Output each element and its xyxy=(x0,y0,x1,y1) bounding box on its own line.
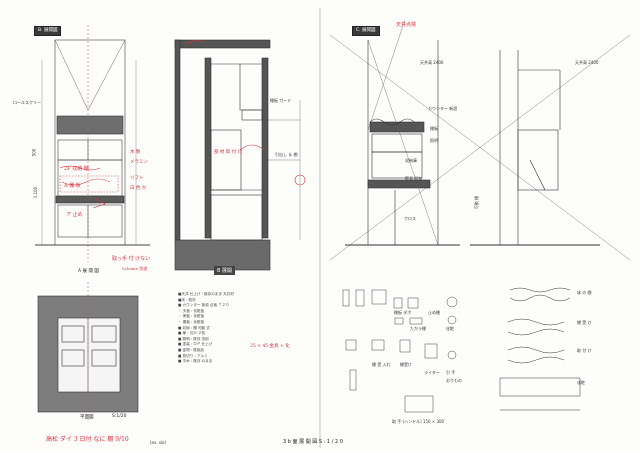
red-under-note: 取っ手 付 けない xyxy=(112,256,151,262)
elevation-c xyxy=(345,19,460,246)
red-note-shelf: A 棚 板 xyxy=(64,183,81,189)
part-label: おりもの xyxy=(446,378,462,383)
spec-note-line: ■ 塗装 : ＯＰ 仕上げ xyxy=(178,342,213,347)
spec-note-line: ・ 天板 : 化粧板 xyxy=(178,308,205,313)
red-side-note-4: 白 色 か xyxy=(130,186,147,191)
label-cross: クロス xyxy=(404,216,416,221)
label-drawer: 引出し ＆ 棚 xyxy=(275,152,298,157)
label-movable-shelf: 可動 棚 xyxy=(474,195,480,210)
red-note-storage: 2F 収納 棚 xyxy=(64,166,89,172)
dim-500: 500 xyxy=(31,148,37,157)
spec-note-line: ■ 巾木 : 既存 のまま xyxy=(178,359,213,364)
plan-a-interior xyxy=(57,317,121,393)
right-panel-tag: C. 展開図 xyxy=(352,26,380,36)
spec-note-line: ■床 : 既存 xyxy=(178,297,196,302)
red-under-note-2: Scheme 別途 xyxy=(122,266,148,271)
lintel-block xyxy=(56,115,124,135)
red-note-stop: ア 止め xyxy=(66,212,83,218)
left-panel-tag: B. 展開図 xyxy=(34,26,62,36)
red-side-note-3: ソフト xyxy=(130,176,144,181)
part-label: 棚板 ダボ xyxy=(394,310,412,315)
red-memo-2: 25 × 45 金具 + 化 xyxy=(250,344,290,349)
part-label: たかラ棚 xyxy=(410,326,426,331)
counter-slab xyxy=(55,195,125,204)
part-label: 止め棚 xyxy=(428,310,440,315)
spec-note-line: ■天井 仕上げ : 既存のまま 天井材 xyxy=(178,292,234,296)
spec-note-line: ■ 金物 : 既製品 xyxy=(178,347,205,352)
label-roll-screen: ロールスクリー xyxy=(13,100,41,105)
label-ceiling-right: 天井高 2400 xyxy=(575,60,599,65)
elevation-c-right xyxy=(329,34,631,261)
middle-caption: B 展開 xyxy=(214,266,236,275)
parts-caption: 取 手 (ハンドル) 150 × 300 xyxy=(392,419,445,424)
spec-note-line: ・ 棚板 : 化粧板 xyxy=(178,319,205,324)
label-shelf: 棚板 xyxy=(430,126,438,131)
label-shelf-guard: 棚板 ガード xyxy=(270,98,292,103)
elevation-b-red xyxy=(185,40,306,186)
elevation-a xyxy=(35,25,150,262)
left-caption-plan: 平面図 xyxy=(80,415,94,420)
label-cabinet: カウンター 新設 xyxy=(428,106,458,111)
elevation-b xyxy=(174,39,301,271)
side-label: 化粧 xyxy=(577,380,585,385)
spec-note-line: ・ 側板 : 化粧板 xyxy=(178,314,205,319)
left-caption-main: A 展 開 図 xyxy=(78,269,99,274)
spec-note-line: ■ 見切り : アルミ xyxy=(178,353,208,358)
spec-note-line: ■ カウンター 新設 合板 Ｔ２０ xyxy=(178,303,230,308)
side-label: 棚 受 け xyxy=(577,320,592,325)
part-label: ライター xyxy=(424,370,440,375)
part-label: 棚受け xyxy=(400,362,412,367)
red-memo: 部 材 取 付 け xyxy=(214,150,243,155)
handwritten-small-note: (ex. slo) xyxy=(150,440,167,445)
profile-details xyxy=(499,287,581,411)
part-label: 棚 受 入れ xyxy=(372,362,391,367)
upper-cabinet xyxy=(57,139,123,161)
elevation-a-red-markup xyxy=(59,165,119,209)
hardware-parts xyxy=(342,289,458,413)
sheet-footer-title: 3 b 面 展 開 図 S : 1 / 2 0 xyxy=(283,439,343,445)
part-label: 化粧 xyxy=(446,326,454,331)
spec-note-line: ■ 照明 : 既存 流用 xyxy=(178,336,209,341)
handwritten-signature: 高松 ダイ 3 日付 なに 棚 9/10 xyxy=(46,436,129,443)
red-side-note-2: メラミン xyxy=(130,160,148,165)
dim-1100: 1,100 xyxy=(33,186,39,199)
spec-note-line: ■ 収納 : 棚 可動 式 xyxy=(178,325,210,330)
label-ceiling: 天井高 2400 xyxy=(420,60,444,65)
label-light: 照明 xyxy=(430,138,438,143)
left-caption-scale: S:1/20 xyxy=(112,414,127,419)
plan-a xyxy=(37,282,139,420)
spec-notes: ■天井 仕上げ : 既存のまま 天井材 ■床 : 既存 ■ カウンター 新設 合… xyxy=(178,292,288,365)
side-label: 取 付 け xyxy=(577,348,592,353)
spec-note-line: ■ 扉 : 引戸 ２枚 xyxy=(178,331,206,336)
elevation-b-floor xyxy=(174,239,271,271)
red-side-note-1: 木 製 xyxy=(130,150,141,155)
label-storage: 収納庫 xyxy=(405,158,417,163)
side-label: 床 の 間 xyxy=(577,290,592,295)
label-wall: 壁面 既存 xyxy=(405,176,423,181)
part-label: 引 手 xyxy=(446,370,456,375)
lower-cabinet xyxy=(57,204,123,238)
red-stamp: 天井点検 xyxy=(396,22,417,28)
